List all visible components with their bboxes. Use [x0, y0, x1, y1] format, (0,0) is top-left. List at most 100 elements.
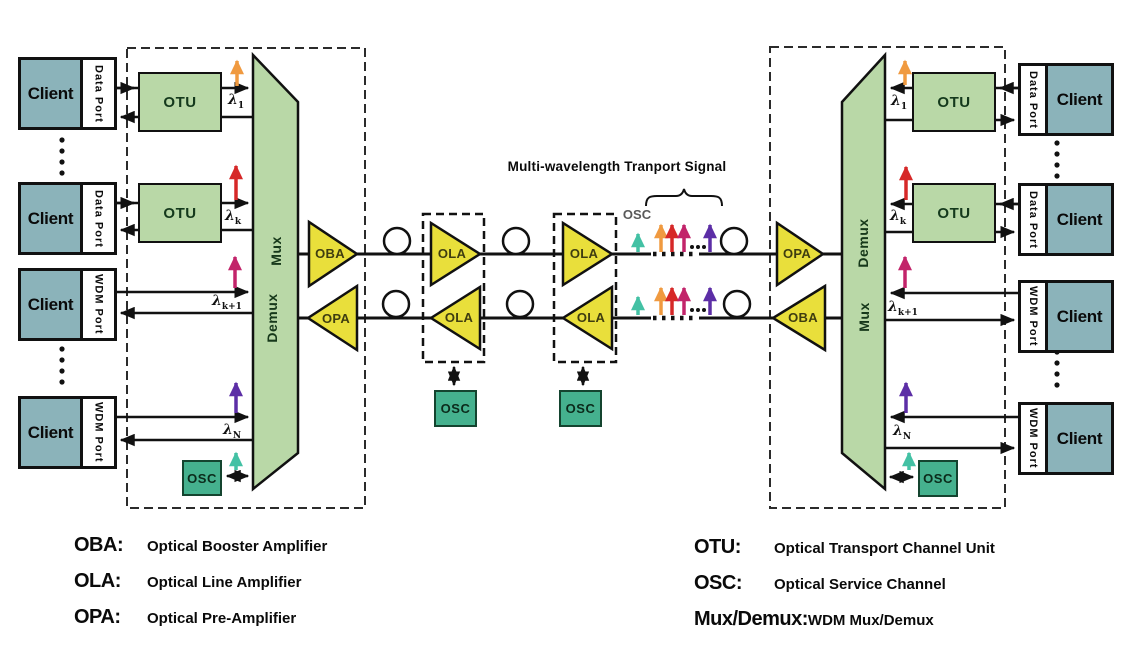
left-wavelength-arrows [228, 59, 244, 470]
client-box-right-4: WDM Port Client [1018, 402, 1114, 475]
ola1-top-triangle [429, 220, 483, 288]
client-label: Client [21, 185, 83, 252]
client-box-left-1: Client Data Port [18, 57, 117, 130]
data-port-label: Data Port [1021, 66, 1048, 133]
oba-right-triangle [770, 283, 827, 353]
legend-row-oba: OBA: Optical Booster Amplifier [74, 534, 327, 557]
ola2-bottom-label: OLA [576, 310, 606, 325]
client-label: Client [1048, 186, 1111, 253]
left-mux-demux-trapezoid [251, 51, 300, 492]
legend-definition: Optical Pre-Amplifier [147, 610, 297, 627]
legend-term: OSC: [694, 572, 743, 594]
legend-row-opa: OPA: Optical Pre-Amplifier [74, 606, 327, 629]
oba-right-label: OBA [788, 310, 818, 325]
opa-left-triangle [305, 283, 359, 353]
ola2-top-label: OLA [569, 246, 599, 261]
legend-left-column: OBA: Optical Booster Amplifier OLA: Opti… [74, 534, 327, 642]
client-label: Client [21, 271, 83, 338]
ola2-top-triangle [561, 220, 615, 288]
client-label: Client [1048, 283, 1111, 350]
legend-row-osc: OSC: Optical Service Channel [694, 572, 995, 595]
legend-term: OTU: [694, 536, 741, 558]
left-mux-label: Mux [268, 236, 284, 266]
legend-right-column: OTU: Optical Transport Channel Unit OSC:… [694, 536, 995, 644]
amplifier-triangles [305, 219, 827, 353]
osc-links [225, 365, 915, 484]
left-client-lines [117, 81, 253, 447]
lambda-n-right: λN [893, 423, 912, 442]
client-box-right-2: Data Port Client [1018, 183, 1114, 256]
right-mux-label: Mux [856, 302, 872, 332]
data-port-label: Data Port [83, 185, 114, 252]
client-box-left-4: Client WDM Port [18, 396, 117, 469]
ola-station-2-dashed-box [552, 212, 618, 364]
client-box-left-2: Client Data Port [18, 182, 117, 255]
wdm-port-label: WDM Port [1021, 283, 1048, 350]
osc-box-station-2: OSC [559, 390, 602, 427]
right-wavelength-arrows [898, 59, 916, 470]
multiwavelength-signal-arrows-bottom [631, 286, 717, 315]
arrow-ellipsis-dots [690, 245, 706, 312]
otu-box-right-1: OTU [912, 72, 996, 132]
legend-term: Mux/Demux: [694, 608, 808, 630]
legend-definition: Optical Booster Amplifier [147, 538, 328, 555]
osc-box-right-terminal: OSC [918, 460, 958, 497]
osc-box-station-1: OSC [434, 390, 477, 427]
ola-station-1-dashed-box [421, 212, 486, 364]
ola1-bottom-triangle [428, 284, 482, 352]
data-port-label: Data Port [83, 60, 114, 127]
wdm-port-label: WDM Port [83, 271, 114, 338]
lambda-k1-left: λk+1 [212, 293, 242, 312]
multiwavelength-signal-arrows-top [631, 223, 717, 252]
left-terminal-dashed-box [126, 47, 366, 509]
client-box-right-1: Data Port Client [1018, 63, 1114, 136]
wdm-port-label: WDM Port [83, 399, 114, 466]
right-mux-demux-trapezoid [840, 51, 887, 492]
oba-left-triangle [307, 219, 360, 289]
legend-row-ola: OLA: Optical Line Amplifier [74, 570, 327, 593]
multi-wavelength-signal-title: Multi-wavelength Tranport Signal [507, 159, 727, 174]
lambda-k-left: λk [225, 208, 242, 227]
legend-definition: Optical Line Amplifier [147, 574, 302, 591]
legend-term: OLA: [74, 570, 121, 592]
osc-box-left-terminal: OSC [182, 460, 222, 496]
wdm-port-label: WDM Port [1021, 405, 1048, 472]
legend-row-otu: OTU: Optical Transport Channel Unit [694, 536, 995, 559]
fiber-loop-coils [381, 226, 752, 319]
legend-definition: WDM Mux/Demux [807, 612, 934, 629]
legend-definition: Optical Service Channel [774, 576, 946, 593]
data-port-label: Data Port [1021, 186, 1048, 253]
opa-right-triangle [775, 220, 826, 288]
legend-row-muxdemux: Mux/Demux: WDM Mux/Demux [694, 608, 995, 631]
ola1-top-label: OLA [437, 246, 467, 261]
otu-box-left-2: OTU [138, 183, 222, 243]
legend-definition: Optical Transport Channel Unit [774, 540, 995, 557]
client-box-right-3: WDM Port Client [1018, 280, 1114, 353]
ola2-bottom-triangle [560, 284, 614, 352]
otu-box-right-2: OTU [912, 183, 996, 243]
opa-right-label: OPA [782, 246, 812, 261]
signal-group-brace [645, 188, 723, 207]
client-ellipsis-dots [59, 137, 1060, 388]
client-label: Client [21, 60, 83, 127]
otu-box-left-1: OTU [138, 72, 222, 132]
lambda-1-right: λ1 [891, 93, 908, 112]
client-box-left-3: Client WDM Port [18, 268, 117, 341]
lambda-k1-right: λk+1 [888, 299, 918, 318]
right-demux-label: Demux [855, 218, 871, 268]
oba-left-label: OBA [315, 246, 345, 261]
osc-inline-tag: OSC [622, 207, 652, 222]
right-terminal-dashed-box [769, 46, 1006, 509]
lambda-n-left: λN [223, 422, 242, 441]
ola1-bottom-label: OLA [444, 310, 474, 325]
lambda-k-right: λk [890, 208, 907, 227]
fiber-continuation-dotted [653, 251, 698, 321]
legend-term: OPA: [74, 606, 121, 628]
client-label: Client [21, 399, 83, 466]
client-label: Client [1048, 66, 1111, 133]
client-label: Client [1048, 405, 1111, 472]
opa-left-label: OPA [321, 311, 351, 326]
lambda-1-left: λ1 [228, 92, 245, 111]
legend-term: OBA: [74, 534, 124, 556]
